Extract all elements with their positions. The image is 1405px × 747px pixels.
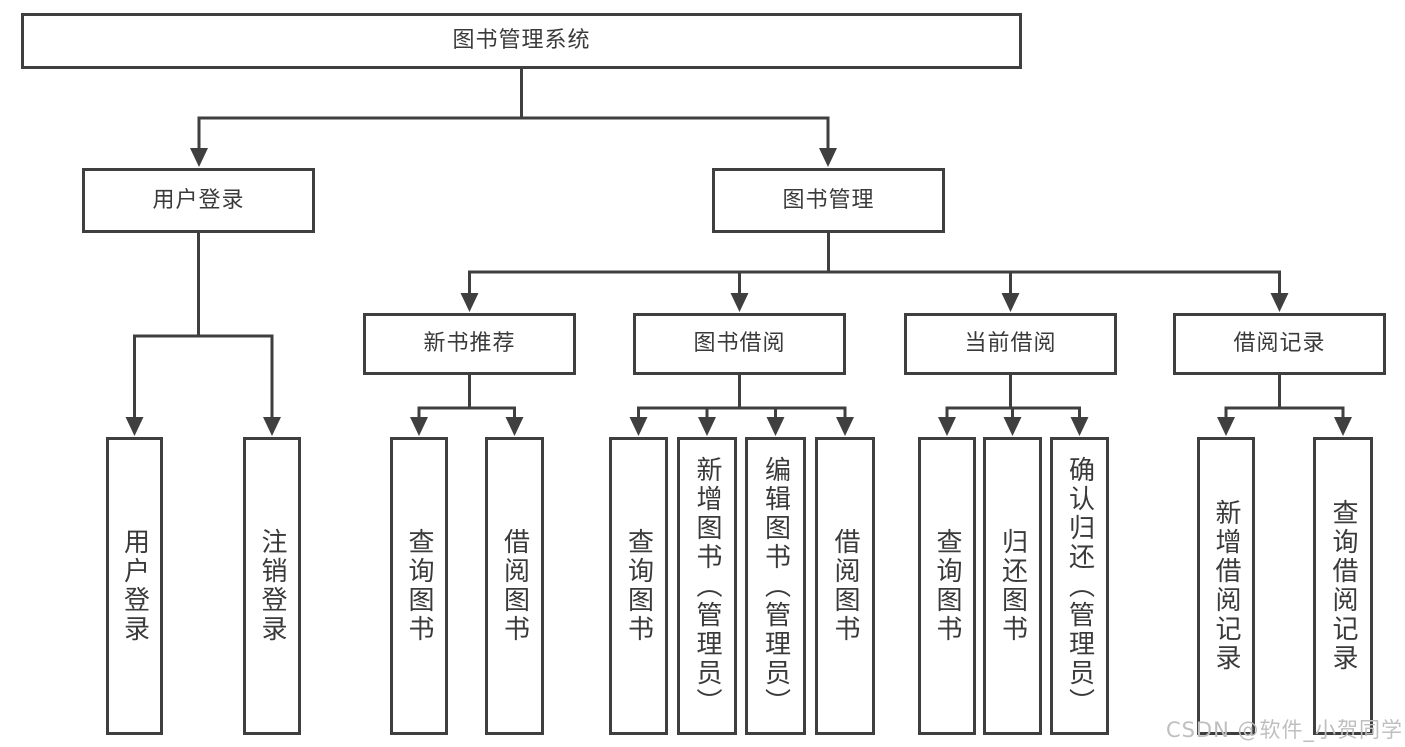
leaf-confirm-return-admin: 确认归还（管理员） <box>1050 437 1109 735</box>
leaf-query-books-2: 查询图书 <box>609 437 668 735</box>
leaf-borrow-books-1: 借阅图书 <box>485 437 544 735</box>
node-borrow-records: 借阅记录 <box>1173 313 1386 375</box>
leaf-return-book: 归还图书 <box>983 437 1042 735</box>
node-book-borrow: 图书借阅 <box>633 313 846 375</box>
leaf-query-borrow-record: 查询借阅记录 <box>1313 437 1373 735</box>
arrowhead-icons <box>125 148 1352 436</box>
leaf-user-login: 用户登录 <box>106 437 163 735</box>
leaf-logout: 注销登录 <box>243 437 301 735</box>
node-new-book-recommend: 新书推荐 <box>363 313 576 375</box>
leaf-add-book-admin: 新增图书（管理员） <box>677 437 737 735</box>
node-user-login-branch: 用户登录 <box>82 168 315 233</box>
leaf-borrow-books-2: 借阅图书 <box>815 437 875 735</box>
node-root-system: 图书管理系统 <box>21 13 1022 69</box>
csdn-watermark: CSDN @软件_小贺同学 <box>1165 718 1403 742</box>
node-current-borrow: 当前借阅 <box>904 313 1117 375</box>
leaf-edit-book-admin: 编辑图书（管理员） <box>745 437 806 735</box>
leaf-query-books-1: 查询图书 <box>390 437 448 735</box>
node-book-management-branch: 图书管理 <box>712 168 945 233</box>
leaf-query-books-3: 查询图书 <box>918 437 976 735</box>
leaf-add-borrow-record: 新增借阅记录 <box>1197 437 1255 735</box>
